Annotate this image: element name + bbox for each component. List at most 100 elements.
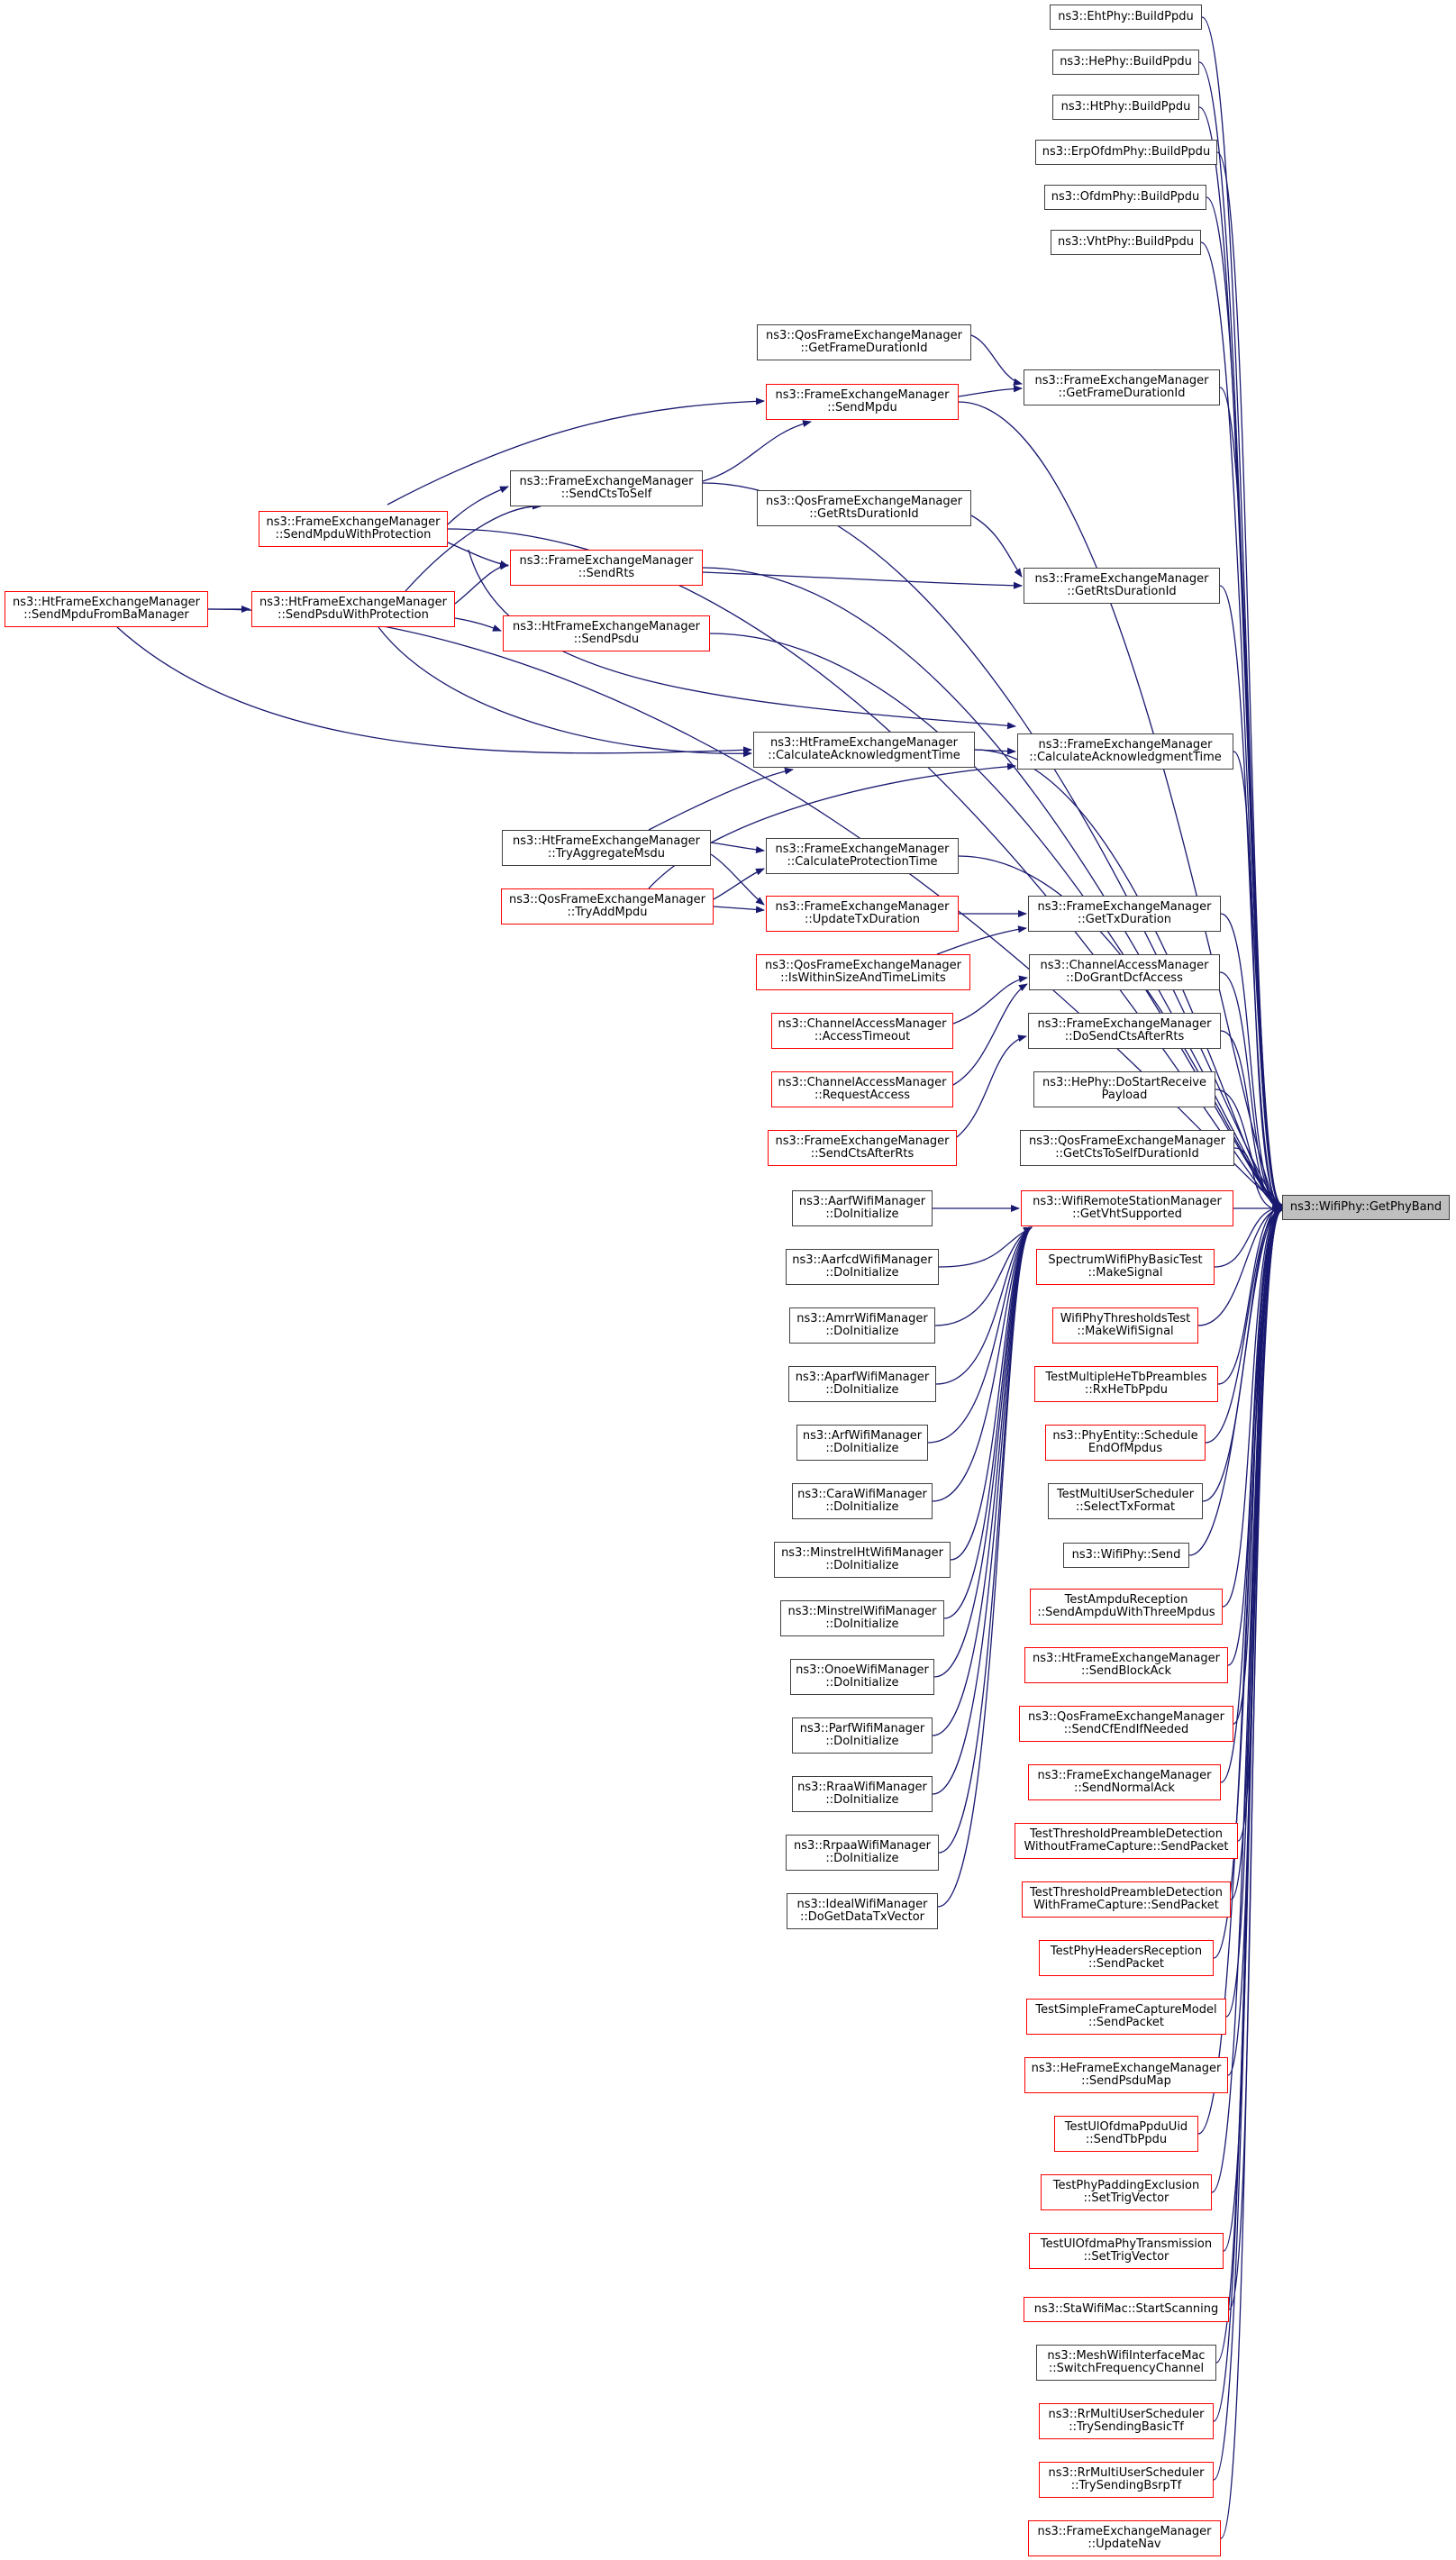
node-fem-sendctsafterrts[interactable]: ns3::FrameExchangeManager ::SendCtsAfter… (768, 1130, 957, 1166)
edge-to-getphyband (702, 567, 1283, 1211)
node-meshwifiinterfacemac-switchfrequencychannel[interactable]: ns3::MeshWifiInterfaceMac ::SwitchFreque… (1036, 2345, 1216, 2381)
node-phyentity-scheduleendofmpdus[interactable]: ns3::PhyEntity::Schedule EndOfMpdus (1045, 1425, 1206, 1461)
node-testampdureception-sendampduwiththreempdus[interactable]: TestAmpduReception ::SendAmpduWithThreeM… (1030, 1589, 1223, 1625)
node-minstrelhtwifimanager-doinitialize[interactable]: ns3::MinstrelHtWifiManager ::DoInitializ… (774, 1542, 951, 1578)
edge-to-getphyband (958, 401, 1283, 1213)
node-testphypaddingexclusion-settrigvector[interactable]: TestPhyPaddingExclusion ::SetTrigVector (1041, 2174, 1212, 2210)
node-testulofdmappduuid-sendtbppdu[interactable]: TestUlOfdmaPpduUid ::SendTbPpdu (1054, 2116, 1198, 2152)
edge-mpduprot-sendcts (447, 486, 509, 525)
edge-htcalcack-femcalcack (974, 747, 1016, 755)
edge-psduprot-calcack (378, 626, 752, 758)
edge-sendctsafter-dosendcts (956, 1034, 1027, 1138)
edge-mpduprot-sendrts (447, 542, 509, 568)
edge-to-getphyband (1222, 1203, 1283, 1608)
node-wrsm-getvhtsupported[interactable]: ns3::WifiRemoteStationManager ::GetVhtSu… (1021, 1190, 1233, 1226)
node-qos-sendcfendifneeded[interactable]: ns3::QosFrameExchangeManager ::SendCfEnd… (1019, 1706, 1233, 1742)
node-testmultipleheTbpreambles-rxhetbppdu[interactable]: TestMultipleHeTbPreambles ::RxHeTbPpdu (1034, 1366, 1218, 1402)
node-vhtphy-buildppdu[interactable]: ns3::VhtPhy::BuildPpdu (1051, 230, 1201, 255)
node-qos-getctstoselfdurationid[interactable]: ns3::QosFrameExchangeManager ::GetCtsToS… (1020, 1130, 1234, 1166)
edge-mpdufromba-calcack (116, 626, 752, 754)
node-arfwifimanager-doinitialize[interactable]: ns3::ArfWifiManager ::DoInitialize (796, 1425, 928, 1461)
node-cam-dograntdcfaccess[interactable]: ns3::ChannelAccessManager ::DoGrantDcfAc… (1029, 954, 1220, 990)
node-aarfwifimanager-doinitialize[interactable]: ns3::AarfWifiManager ::DoInitialize (792, 1190, 933, 1226)
node-hefem-sendpsdumap[interactable]: ns3::HeFrameExchangeManager ::SendPsduMa… (1024, 2057, 1228, 2093)
edge-to-getphyband (1220, 913, 1283, 1211)
edge-requestaccess-dogrant (952, 983, 1028, 1086)
edge-tryagg-calcack (648, 767, 794, 831)
edge-to-getphyband (1214, 1204, 1283, 1268)
edge-to-getphyband (1211, 1203, 1283, 2193)
node-carawifimanager-doinitialize[interactable]: ns3::CaraWifiManager ::DoInitialize (792, 1483, 933, 1519)
node-htphy-buildppdu[interactable]: ns3::HtPhy::BuildPpdu (1052, 95, 1199, 120)
node-idealwifimanager-dogetdatatxvector[interactable]: ns3::IdealWifiManager ::DoGetDataTxVecto… (787, 1893, 938, 1929)
node-qos-tryaddmpdu[interactable]: ns3::QosFrameExchangeManager ::TryAddMpd… (501, 888, 714, 925)
node-htfem-sendpsduwithprotection[interactable]: ns3::HtFrameExchangeManager ::SendPsduWi… (251, 591, 455, 627)
node-rrmultiuserscheduler-trysendingbasictf[interactable]: ns3::RrMultiUserScheduler ::TrySendingBa… (1039, 2403, 1214, 2439)
node-fem-dosendctsafterrts[interactable]: ns3::FrameExchangeManager ::DoSendCtsAft… (1028, 1013, 1221, 1049)
node-fem-updatenav[interactable]: ns3::FrameExchangeManager ::UpdateNav (1028, 2520, 1221, 2556)
edge-to-getphyband (1219, 585, 1283, 1215)
node-fem-sendmpdu[interactable]: ns3::FrameExchangeManager ::SendMpdu (766, 384, 959, 420)
node-wifiphythresholdstest-makewifisignal[interactable]: WifiPhyThresholdsTest ::MakeWifiSignal (1052, 1307, 1198, 1344)
edge-psduprot-sendcts (405, 502, 541, 592)
edge-manager-getvht (935, 1226, 1033, 1385)
node-testthresholdpreambledetection-withframecapture[interactable]: TestThresholdPreambleDetection WithFrame… (1022, 1881, 1231, 1918)
node-htfem-sendmpdufrombamanager[interactable]: ns3::HtFrameExchangeManager ::SendMpduFr… (5, 591, 208, 627)
node-qos-getframedurationid[interactable]: ns3::QosFrameExchangeManager ::GetFrameD… (757, 324, 971, 360)
node-onoewifimanager-doinitialize[interactable]: ns3::OnoeWifiManager ::DoInitialize (790, 1659, 934, 1695)
node-minstrelwifimanager-doinitialize[interactable]: ns3::MinstrelWifiManager ::DoInitialize (780, 1600, 944, 1636)
node-testsimpleframecapturemodel-sendpacket[interactable]: TestSimpleFrameCaptureModel ::SendPacket (1026, 1999, 1226, 2035)
node-cam-requestaccess[interactable]: ns3::ChannelAccessManager ::RequestAcces… (771, 1071, 953, 1107)
edge-tryagg-updatetx (710, 853, 765, 906)
node-aparfwifimanager-doinitialize[interactable]: ns3::AparfWifiManager ::DoInitialize (788, 1366, 936, 1402)
edge-tryagg-calcprot (710, 842, 765, 853)
node-fem-calculateacknowledgmenttime[interactable]: ns3::FrameExchangeManager ::CalculateAck… (1017, 733, 1233, 770)
node-ofdmphy-buildppdu[interactable]: ns3::OfdmPhy::BuildPpdu (1044, 185, 1206, 210)
edge-to-getphyband (1220, 1207, 1283, 1783)
edge-to-getphyband (1219, 971, 1283, 1211)
node-fem-sendmpduwithprotection[interactable]: ns3::FrameExchangeManager ::SendMpduWith… (259, 511, 448, 547)
node-fem-sendrts[interactable]: ns3::FrameExchangeManager ::SendRts (510, 550, 703, 586)
node-wifiphy-send[interactable]: ns3::WifiPhy::Send (1063, 1543, 1189, 1568)
node-fem-getrtsdurationid[interactable]: ns3::FrameExchangeManager ::GetRtsDurati… (1024, 568, 1220, 604)
edge-to-getphyband (1206, 196, 1283, 1208)
node-amrrwifimanager-doinitialize[interactable]: ns3::AmrrWifiManager ::DoInitialize (789, 1307, 935, 1344)
node-ehtphy-buildppdu[interactable]: ns3::EhtPhy::BuildPpdu (1050, 5, 1202, 30)
node-fem-gettxduration[interactable]: ns3::FrameExchangeManager ::GetTxDuratio… (1028, 896, 1221, 932)
edge-qos-getrts (970, 515, 1023, 578)
node-htfem-sendblockack[interactable]: ns3::HtFrameExchangeManager ::SendBlockA… (1024, 1647, 1228, 1683)
node-qos-iswithinsizeandtimelimits[interactable]: ns3::QosFrameExchangeManager ::IsWithinS… (756, 954, 970, 990)
node-rrpaawifimanager-doinitialize[interactable]: ns3::RrpaaWifiManager ::DoInitialize (786, 1835, 939, 1871)
edge-to-getphyband (1188, 1204, 1283, 1556)
node-fem-getframedurationid[interactable]: ns3::FrameExchangeManager ::GetFrameDura… (1024, 369, 1220, 405)
node-fem-sendnormalack[interactable]: ns3::FrameExchangeManager ::SendNormalAc… (1028, 1764, 1221, 1800)
edge-to-getphyband (1205, 1206, 1283, 1444)
node-wifiphy-getphyband: ns3::WifiPhy::GetPhyBand (1282, 1195, 1450, 1220)
node-erpofdmphy-buildppdu[interactable]: ns3::ErpOfdmPhy::BuildPpdu (1035, 140, 1217, 165)
edge-accesstimeout-dogrant (952, 975, 1028, 1025)
node-qos-getrtsdurationid[interactable]: ns3::QosFrameExchangeManager ::GetRtsDur… (757, 490, 971, 526)
edge-to-getphyband (1219, 387, 1283, 1210)
node-stawifimac-startscanning[interactable]: ns3::StaWifiMac::StartScanning (1024, 2297, 1229, 2322)
node-htfem-calculateacknowledgmenttime[interactable]: ns3::HtFrameExchangeManager ::CalculateA… (753, 732, 975, 768)
node-testulofdmaphytransmission-settrigvector[interactable]: TestUlOfdmaPhyTransmission ::SetTrigVect… (1029, 2233, 1224, 2269)
node-testthresholdpreambledetection-withoutframecapture[interactable]: TestThresholdPreambleDetection WithoutFr… (1015, 1823, 1238, 1859)
node-htfem-tryaggregatemsdu[interactable]: ns3::HtFrameExchangeManager ::TryAggrega… (502, 830, 711, 866)
node-fem-calculateprotectiontime[interactable]: ns3::FrameExchangeManager ::CalculatePro… (766, 838, 959, 874)
node-aarfcdwifimanager-doinitialize[interactable]: ns3::AarfcdWifiManager ::DoInitialize (786, 1249, 939, 1285)
node-fem-sendctstoself[interactable]: ns3::FrameExchangeManager ::SendCtsToSel… (510, 470, 703, 506)
node-testmultiuserscheduler-selecttxformat[interactable]: TestMultiUserScheduler ::SelectTxFormat (1048, 1483, 1203, 1519)
node-hephy-buildppdu[interactable]: ns3::HePhy::BuildPpdu (1052, 50, 1199, 75)
node-hephy-dostartreceivepayload[interactable]: ns3::HePhy::DoStartReceive Payload (1033, 1071, 1215, 1107)
node-fem-updatetxduration[interactable]: ns3::FrameExchangeManager ::UpdateTxDura… (766, 896, 959, 932)
node-cam-accesstimeout[interactable]: ns3::ChannelAccessManager ::AccessTimeou… (771, 1013, 953, 1049)
node-rrmultiuserscheduler-trysendingbsrptf[interactable]: ns3::RrMultiUserScheduler ::TrySendingBs… (1039, 2462, 1214, 2498)
node-htfem-sendpsdu[interactable]: ns3::HtFrameExchangeManager ::SendPsdu (503, 615, 710, 651)
edge-psduprot-sendpsdu (454, 617, 502, 632)
node-rraawifimanager-doinitialize[interactable]: ns3::RraaWifiManager ::DoInitialize (792, 1776, 933, 1812)
edge-manager-getvht (938, 1226, 1033, 1268)
node-testphyheadersreception-sendpacket[interactable]: TestPhyHeadersReception ::SendPacket (1039, 1940, 1214, 1976)
node-parfwifimanager-doinitialize[interactable]: ns3::ParfWifiManager ::DoInitialize (792, 1717, 933, 1754)
node-spectrumwifiphybasictest-makesignal[interactable]: SpectrumWifiPhyBasicTest ::MakeSignal (1036, 1249, 1215, 1285)
edge-mpduprot-sendmpdu (387, 397, 765, 506)
